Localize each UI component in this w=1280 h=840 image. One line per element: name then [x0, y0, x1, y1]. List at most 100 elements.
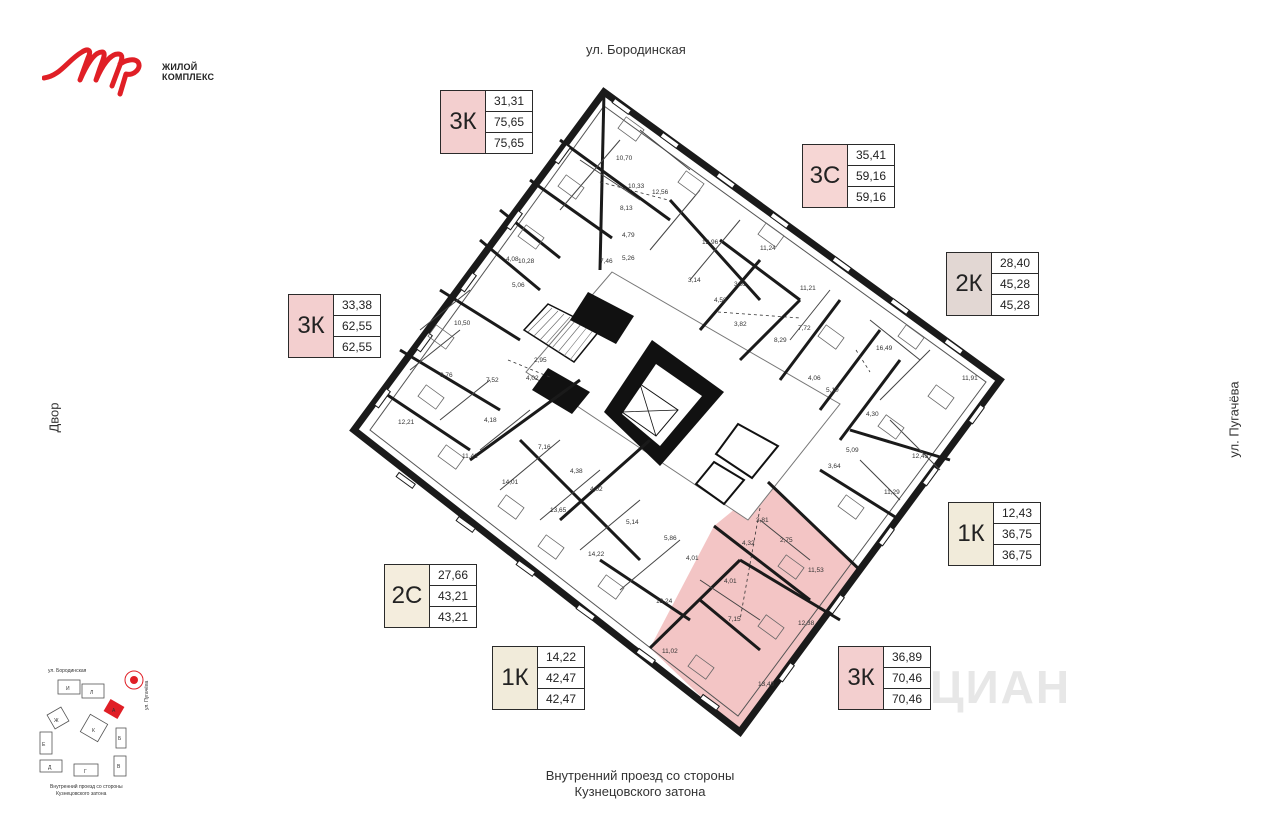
card-values: 27,66 43,21 43,21: [430, 565, 476, 627]
reduced-area: 43,21: [437, 610, 469, 624]
logo-line1: ЖИЛОЙ: [162, 62, 198, 72]
room-area-label: 3,14: [688, 277, 701, 284]
total-area: 45,28: [992, 274, 1038, 295]
card-type: 3К: [441, 91, 486, 153]
compass-icon: [124, 670, 144, 690]
total-area: 42,47: [538, 668, 584, 689]
reduced-area: 59,16: [855, 190, 887, 204]
card-type: 1К: [493, 647, 538, 709]
room-area-label: 7,52: [486, 377, 499, 384]
room-area-label: 5,09: [846, 447, 859, 454]
watermark-cian: ЦИАН: [930, 661, 1072, 713]
room-area-label: 14,22: [588, 551, 605, 558]
total-area: 36,75: [994, 524, 1040, 545]
keyplan-letter-l: Л: [90, 690, 93, 696]
reduced-area: 45,28: [999, 298, 1031, 312]
logo-line2: КОМПЛЕКС: [162, 72, 215, 82]
room-area-label: 4,18: [484, 417, 497, 424]
room-area-label: 13,24: [656, 598, 673, 605]
compass-center-icon: [130, 676, 138, 684]
elevator-cross: [621, 383, 679, 437]
living-area: 31,31: [486, 91, 532, 112]
apartment-card-3k-highlighted[interactable]: 3К 36,89 70,46 70,46: [838, 646, 931, 710]
thin-partitions: [409, 129, 941, 621]
keyplan-letter-d: Д: [48, 765, 52, 771]
apartment-card-2k[interactable]: 2К 28,40 45,28 45,28: [946, 252, 1039, 316]
room-area-label: 3,82: [734, 321, 747, 328]
room-area-label: 2,75: [780, 537, 793, 544]
street-bottom-line1: Внутренний проезд со стороны: [545, 768, 735, 783]
keyplan-letter-b: Б: [118, 736, 122, 742]
room-area-label: 4,79: [622, 232, 635, 239]
total-area: 59,16: [848, 166, 894, 187]
room-area-label: 4,01: [686, 555, 699, 562]
reduced-area: 75,65: [493, 136, 525, 150]
card-values: 28,40 45,28 45,28: [992, 253, 1038, 315]
card-values: 33,38 62,55 62,55: [334, 295, 380, 357]
card-type: 3С: [803, 145, 848, 207]
reduced-area: 36,75: [1001, 548, 1033, 562]
living-area: 12,43: [994, 503, 1040, 524]
room-area-label: 7,16: [538, 444, 551, 451]
keyplan-caption-line1: Внутренний проезд со стороны: [50, 783, 123, 790]
windows: [373, 97, 986, 712]
room-area-label: 11,53: [808, 567, 824, 574]
room-area-label: 13,49: [758, 681, 775, 688]
card-values: 36,89 70,46 70,46: [884, 647, 930, 709]
keyplan-street-top: ул. Бородинская: [48, 668, 87, 674]
room-area-label: 4,38: [570, 468, 583, 475]
living-area: 28,40: [992, 253, 1038, 274]
living-area: 36,89: [884, 647, 930, 668]
room-area-label: 13,65: [550, 507, 567, 514]
room-area-label: 8,13: [620, 205, 633, 212]
apartment-card-3k-top[interactable]: 3К 31,31 75,65 75,65: [440, 90, 533, 154]
apartment-card-1k-bottom[interactable]: 1К 14,22 42,47 42,47: [492, 646, 585, 710]
room-area-label: 12,96: [702, 239, 719, 246]
room-area-label: 5,06: [512, 282, 525, 289]
keyplan-letter-v: В: [117, 764, 121, 770]
room-area-label: 11,91: [962, 375, 978, 382]
apartment-card-3s[interactable]: 3С 35,41 59,16 59,16: [802, 144, 895, 208]
room-area-label: 4,02: [590, 486, 603, 493]
total-area: 62,55: [334, 316, 380, 337]
highlighted-apartment[interactable]: [650, 482, 862, 732]
core-inner: [622, 364, 702, 446]
room-area-label: 4,32: [742, 540, 755, 547]
card-values: 35,41 59,16 59,16: [848, 145, 894, 207]
room-area-label: 11,29: [884, 489, 900, 496]
wall-block-2: [532, 368, 590, 414]
apartment-card-2s[interactable]: 2С 27,66 43,21 43,21: [384, 564, 477, 628]
room-area-label: 3,81: [756, 517, 769, 524]
room-area-label: 5,10: [826, 387, 839, 394]
site-keyplan[interactable]: ул. Бородинская ул. Пугачёва И Л А Ж К Б…: [36, 660, 166, 800]
keyplan-letter-a: А: [112, 708, 116, 714]
total-area: 43,21: [430, 586, 476, 607]
apartment-card-3k-left[interactable]: 3К 33,38 62,55 62,55: [288, 294, 381, 358]
keyplan-street-right: ул. Пугачёва: [144, 680, 150, 710]
card-values: 14,22 42,47 42,47: [538, 647, 584, 709]
room-area-label: 7,15: [728, 616, 741, 623]
card-type: 1К: [949, 503, 994, 565]
logo-script-icon: [41, 47, 142, 97]
room-area-label: 10,70: [616, 155, 633, 162]
building-outline: [349, 87, 1005, 737]
stair-treads: [527, 307, 595, 361]
room-area-label: 10,28: [518, 258, 535, 265]
logo-text: ЖИЛОЙ КОМПЛЕКС: [162, 62, 214, 82]
apartment-card-1k-right[interactable]: 1К 12,43 36,75 36,75: [948, 502, 1041, 566]
room-area-label: 11,02: [662, 648, 678, 655]
living-area: 27,66: [430, 565, 476, 586]
room-area-label: 4,58: [714, 297, 727, 304]
keyplan-current-building: [103, 698, 125, 720]
keyplan-letter-k: К: [92, 728, 95, 734]
room-area-label: 12,56: [652, 189, 669, 196]
reduced-area: 42,47: [545, 692, 577, 706]
living-area: 35,41: [848, 145, 894, 166]
room-area-label: 2,95: [534, 357, 547, 364]
room-area-label: 11,41: [462, 453, 478, 460]
living-area: 14,22: [538, 647, 584, 668]
brand-logo[interactable]: [41, 42, 162, 107]
room-area-label: 12,38: [798, 620, 815, 627]
card-type: 3К: [839, 647, 884, 709]
